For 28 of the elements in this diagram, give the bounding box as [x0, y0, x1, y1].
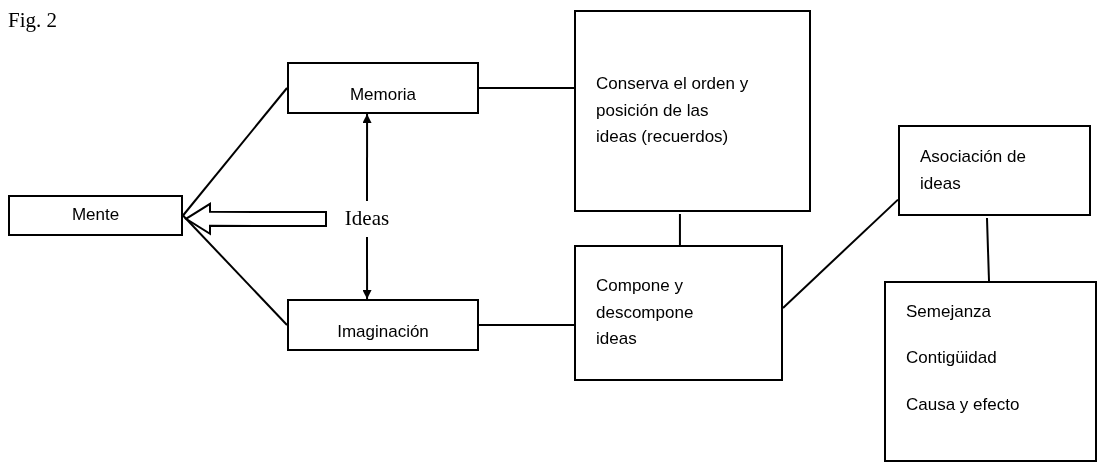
figure-title: Fig. 2 — [8, 8, 57, 33]
box-text: Contigüidad — [906, 347, 997, 370]
connector-line — [182, 87, 288, 217]
hollow-arrow — [184, 202, 327, 236]
arrow — [362, 113, 372, 202]
box-text: Mente — [71, 204, 120, 227]
box-text: Conserva el orden y posición de las ideas (recuerdos) — [596, 73, 749, 149]
box-text: Asociación de ideas — [920, 146, 1027, 195]
connector-line — [985, 217, 990, 282]
concept-box — [8, 195, 183, 236]
concept-box — [884, 281, 1097, 462]
concept-label: Ideas — [344, 207, 390, 231]
box-text: Semejanza — [906, 301, 992, 323]
connector-line — [782, 198, 899, 309]
concept-box — [574, 10, 811, 212]
connector-line — [678, 213, 681, 246]
box-text: Compone y descompone ideas — [596, 275, 695, 351]
arrow — [362, 236, 372, 300]
box-text: Imaginación — [337, 320, 429, 343]
concept-box — [287, 62, 479, 114]
box-text: Memoria — [349, 83, 417, 106]
connector-line — [182, 214, 288, 326]
concept-box — [287, 299, 479, 351]
concept-box — [574, 245, 783, 381]
connector-line — [478, 323, 575, 326]
connector-line — [478, 86, 575, 89]
concept-box — [898, 125, 1091, 216]
box-text: Causa y efecto — [906, 393, 1020, 416]
